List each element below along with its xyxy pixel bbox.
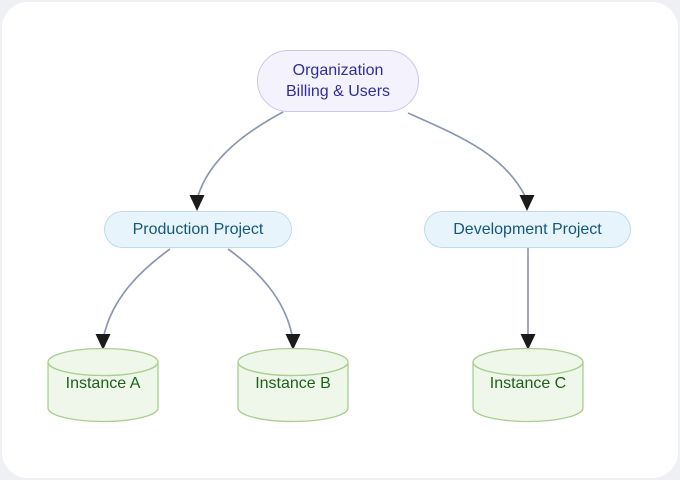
arrowhead-icon bbox=[285, 334, 301, 350]
instance-c-cylinder bbox=[472, 347, 584, 423]
arrowhead-icon bbox=[95, 334, 111, 350]
node-development-project: Development Project bbox=[424, 211, 631, 248]
edge-production-to-instance-b bbox=[227, 248, 293, 336]
node-instance-a-label: Instance A bbox=[65, 375, 141, 392]
node-instance-b-label: Instance B bbox=[255, 375, 331, 392]
arrowhead-icon bbox=[189, 195, 205, 211]
arrowhead-icon bbox=[519, 195, 535, 211]
node-organization-billing-users: Organization Billing & Users bbox=[257, 50, 419, 112]
node-instance-c-label: Instance C bbox=[489, 375, 567, 392]
instance-b-cylinder bbox=[237, 347, 349, 423]
edge-org-to-production bbox=[197, 111, 284, 197]
edge-org-to-development bbox=[407, 112, 526, 197]
arrowhead-icon bbox=[520, 334, 536, 350]
instance-a-cylinder bbox=[47, 347, 159, 423]
node-production-project: Production Project bbox=[104, 211, 292, 248]
edge-production-to-instance-a bbox=[103, 248, 171, 336]
